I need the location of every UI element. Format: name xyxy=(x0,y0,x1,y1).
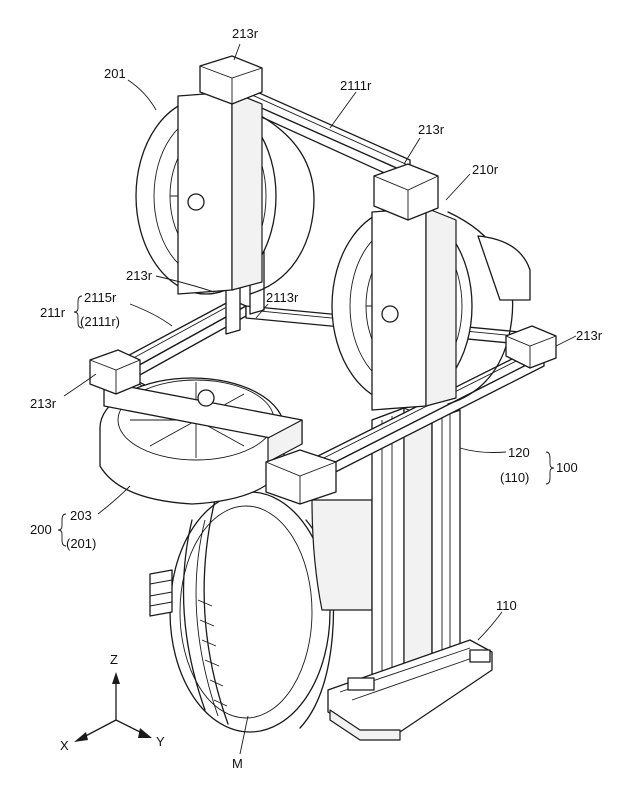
corner-block-front xyxy=(265,449,337,505)
support-column-120 xyxy=(371,407,461,693)
label-211r: 211r xyxy=(40,305,66,320)
label-213r-right: 213r xyxy=(576,328,603,343)
main-wheel-m xyxy=(149,491,373,733)
label-203: 203 xyxy=(70,508,92,523)
label-100: 100 xyxy=(556,460,578,475)
label-120: 120 xyxy=(508,445,530,460)
reference-labels: 201 213r 2111r 213r 210r 213r 211r 2115r… xyxy=(30,26,603,771)
label-2111r-paren: (2111r) xyxy=(80,314,120,329)
label-213r-left: 213r xyxy=(126,268,153,283)
axis-label-x: X xyxy=(60,738,69,753)
label-2113r: 2113r xyxy=(266,290,299,305)
label-210r: 210r xyxy=(472,162,499,177)
corner-block-mid xyxy=(373,163,439,221)
corner-block-left xyxy=(89,349,141,395)
label-200: 200 xyxy=(30,522,52,537)
label-213r-mid: 213r xyxy=(418,122,445,137)
axis-label-z: Z xyxy=(110,652,118,667)
label-2115r: 2115r xyxy=(84,290,117,305)
label-110: 110 xyxy=(496,598,517,613)
axis-label-y: Y xyxy=(156,734,165,749)
base-plate-110 xyxy=(327,639,493,741)
leader-lines xyxy=(57,43,577,755)
wheel-210r xyxy=(331,207,531,411)
axis-indicator xyxy=(74,672,152,742)
corner-block-top xyxy=(199,55,263,105)
label-213r-top: 213r xyxy=(232,26,259,41)
corner-block-right xyxy=(505,325,557,369)
label-110-paren: (110) xyxy=(500,470,529,485)
wheel-201 xyxy=(135,91,315,295)
label-213r-bottomleft: 213r xyxy=(30,396,57,411)
label-m: M xyxy=(232,756,243,771)
label-201: 201 xyxy=(104,66,126,81)
wheel-203 xyxy=(99,377,303,505)
label-2111r: 2111r xyxy=(340,78,372,93)
label-201-paren: (201) xyxy=(66,536,96,551)
